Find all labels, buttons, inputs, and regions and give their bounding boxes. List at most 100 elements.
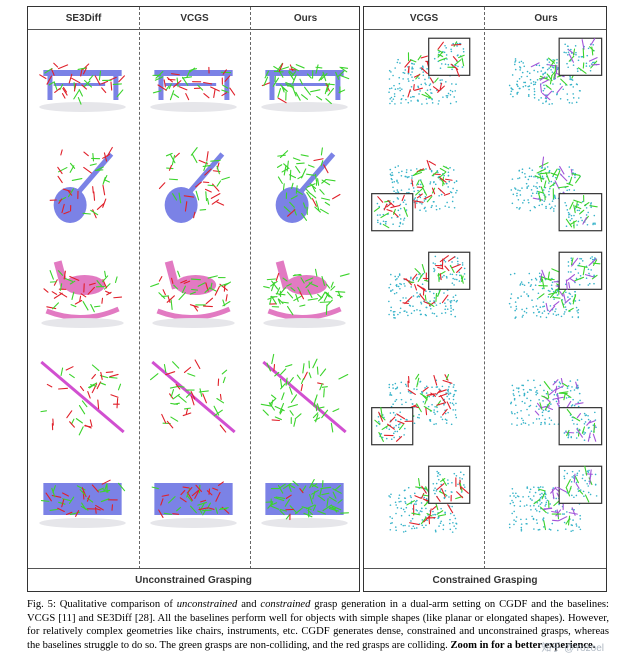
floor-shadow	[263, 318, 346, 328]
grasp-mark	[158, 292, 166, 299]
grasp-mark	[307, 164, 315, 168]
point-cloud-dot	[392, 311, 395, 313]
point-cloud-dot	[397, 275, 400, 278]
grasp-mark	[180, 279, 187, 284]
point-cloud-dot	[508, 84, 511, 87]
grasp-mark	[541, 278, 545, 290]
point-cloud-dot	[438, 525, 440, 527]
point-cloud-dot	[390, 306, 392, 309]
point-cloud-dot	[400, 283, 403, 286]
point-cloud-dot	[430, 206, 433, 209]
point-cloud-dot	[527, 95, 530, 97]
grasp-mark	[91, 364, 100, 372]
grasp-mark	[101, 80, 109, 85]
grasp-mark	[282, 183, 285, 191]
point-cloud-dot	[449, 166, 451, 169]
point-cloud-dot	[455, 416, 458, 419]
grasp-mark	[285, 494, 292, 499]
render-guitar-col2	[275, 147, 341, 223]
grasp-mark	[84, 424, 92, 429]
point-cloud-dot	[568, 216, 570, 218]
point-cloud-dot	[511, 487, 514, 490]
point-cloud-dot	[534, 81, 537, 84]
point-cloud-dot	[417, 183, 420, 186]
point-cloud-dot	[572, 64, 575, 66]
point-cloud-dot	[521, 283, 524, 286]
point-cloud-dot	[552, 313, 555, 315]
point-cloud-dot	[412, 305, 414, 308]
grasp-mark	[588, 57, 598, 62]
grasp-mark	[546, 390, 550, 399]
grasp-mark	[283, 164, 287, 176]
grasp-mark	[313, 158, 324, 162]
grasp-mark	[290, 287, 296, 292]
point-cloud-dot	[452, 395, 455, 398]
point-cloud-dot	[563, 432, 566, 434]
point-cloud-dot	[528, 72, 531, 74]
grasp-mark	[203, 92, 210, 99]
point-cloud-dot	[521, 384, 523, 387]
point-cloud-dot	[409, 74, 412, 76]
point-cloud-dot	[402, 201, 405, 203]
grasp-mark	[186, 486, 193, 494]
point-cloud-dot	[394, 88, 397, 91]
point-cloud-dot	[410, 398, 412, 401]
grasp-mark	[544, 278, 555, 281]
point-cloud-dot	[571, 316, 574, 318]
point-cloud-dot	[518, 177, 521, 179]
point-cloud-dot	[538, 185, 541, 188]
point-cloud-dot	[576, 431, 578, 434]
point-cloud-dot	[397, 87, 399, 90]
grasp-mark	[68, 73, 73, 84]
grasp-mark	[70, 77, 81, 84]
point-cloud-dot	[377, 219, 379, 222]
grasp-mark	[63, 211, 70, 215]
grasp-mark	[324, 291, 330, 298]
point-cloud-dot	[445, 94, 448, 97]
grasp-mark	[547, 57, 555, 64]
render-guitar-col0	[49, 146, 114, 223]
grasp-mark	[437, 389, 447, 394]
grasp-mark	[317, 510, 326, 515]
grasp-mark	[45, 492, 52, 502]
grasp-mark	[427, 302, 435, 307]
point-cloud-dot	[588, 469, 590, 472]
point-cloud-dot	[523, 81, 525, 84]
grasp-mark	[420, 516, 427, 525]
point-cloud-dot	[515, 404, 517, 407]
grasp-mark	[546, 73, 553, 82]
grasp-mark	[299, 488, 304, 494]
point-cloud-dot	[444, 312, 447, 314]
grasp-mark	[58, 198, 63, 204]
grasp-mark	[451, 263, 461, 269]
point-cloud-dot	[461, 66, 464, 68]
point-cloud-dot	[542, 526, 545, 528]
grasp-mark	[158, 276, 163, 282]
object-horse	[156, 260, 231, 321]
point-cloud-dot	[455, 402, 457, 405]
point-cloud-dot	[538, 417, 541, 420]
grasp-mark	[70, 418, 75, 425]
point-cloud-dot	[431, 204, 433, 207]
point-cloud-dot	[575, 523, 578, 525]
grasp-mark	[309, 494, 313, 505]
grasp-mark	[150, 283, 160, 288]
point-cloud-dot	[528, 272, 531, 275]
point-cloud-dot	[541, 492, 543, 495]
grasp-mark	[568, 512, 578, 515]
point-cloud-dot	[432, 513, 434, 516]
point-cloud-dot	[587, 491, 590, 494]
point-cloud-dot	[447, 482, 449, 485]
grasp-mark	[184, 201, 188, 212]
point-cloud-dot	[433, 297, 436, 299]
grasp-mark	[436, 495, 441, 502]
grasp-mark	[321, 179, 331, 186]
point-cloud-dot	[519, 282, 522, 285]
point-cloud-dot	[454, 517, 457, 520]
point-cloud-dot	[548, 193, 550, 196]
grasp-mark	[276, 164, 283, 168]
point-cloud-dot	[449, 102, 452, 105]
grasp-mark	[279, 71, 284, 78]
grasp-mark	[386, 423, 395, 430]
point-cloud-dot	[419, 209, 421, 212]
